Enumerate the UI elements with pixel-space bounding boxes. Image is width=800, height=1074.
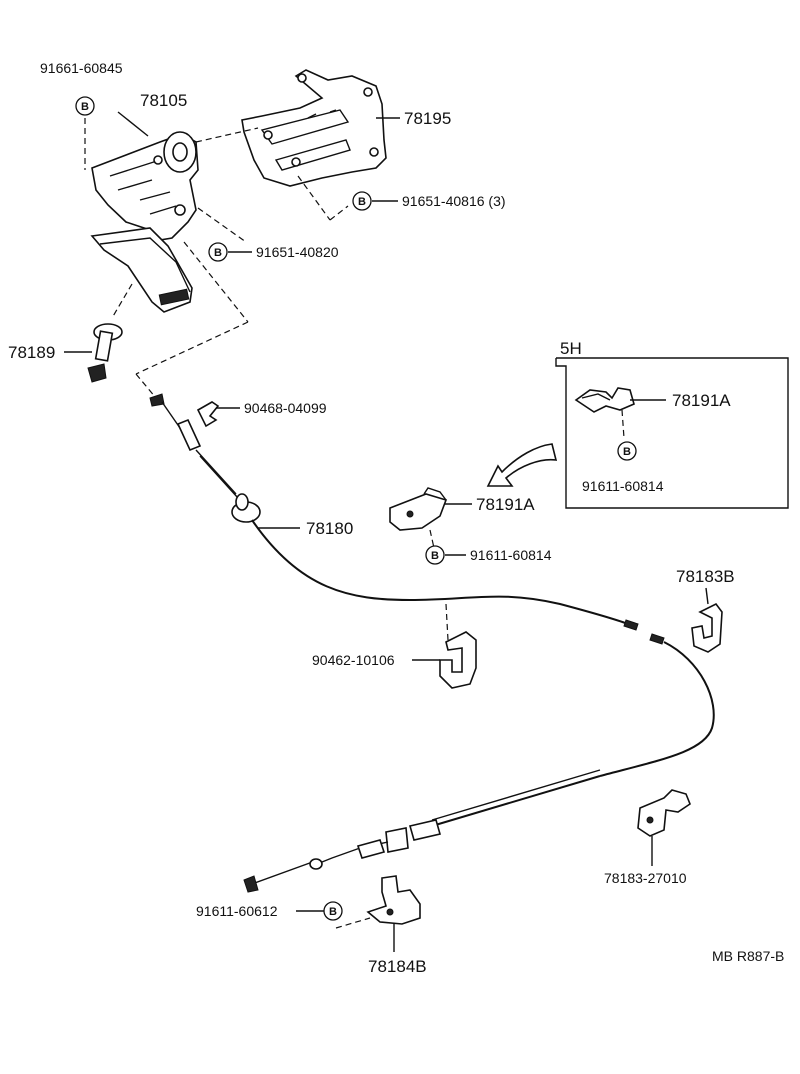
clip-90468-04099	[196, 401, 220, 428]
label-78180: 78180	[306, 519, 353, 538]
bracket-78184B	[366, 875, 421, 925]
label-78183-27010: 78183-27010	[604, 870, 687, 886]
inset-5h	[555, 357, 789, 509]
svg-text:B: B	[329, 906, 337, 918]
label-91611-60814-main: 91611-60814	[470, 547, 552, 563]
diagram-code: MB R887-B	[712, 948, 784, 964]
svg-text:B: B	[623, 446, 631, 458]
pedal-bracket-78105	[91, 131, 199, 241]
label-91661-60845: 91661-60845	[40, 60, 123, 76]
label-91651-40820: 91651-40820	[256, 244, 339, 260]
label-78191A-inset: 78191A	[672, 391, 731, 410]
bolt-marker-5: B	[617, 441, 637, 461]
direction-arrow	[486, 443, 558, 487]
cable-78180	[149, 393, 715, 893]
label-91611-60814-inset: 91611-60814	[582, 478, 664, 494]
svg-text:B: B	[431, 550, 439, 562]
bolt-marker-6: B	[323, 901, 343, 921]
bracket-78195	[241, 69, 387, 187]
label-90462-10106: 90462-10106	[312, 652, 395, 668]
pedal-pad	[90, 227, 193, 313]
bolt-marker-2: B	[352, 191, 372, 211]
label-91611-60612: 91611-60612	[196, 903, 278, 919]
stopper-bolt-78189	[87, 323, 123, 383]
label-78183B: 78183B	[676, 567, 735, 586]
bolt-marker-3: B	[208, 242, 228, 262]
label-78105: 78105	[140, 91, 187, 110]
inset-title-5h: 5H	[560, 339, 582, 358]
svg-text:B: B	[81, 101, 89, 113]
clip-78183B	[691, 602, 723, 653]
bracket-78183-27010	[637, 789, 691, 837]
label-91651-40816: 91651-40816 (3)	[402, 193, 506, 209]
bolt-marker-1: B	[75, 96, 95, 116]
label-78189: 78189	[8, 343, 55, 362]
label-78184B: 78184B	[368, 957, 427, 976]
label-78191A-main: 78191A	[476, 495, 535, 514]
svg-text:B: B	[358, 196, 366, 208]
bracket-78191A	[389, 487, 448, 531]
bolt-marker-4: B	[425, 545, 445, 565]
svg-text:B: B	[214, 247, 222, 259]
clamp-90462-10106	[439, 631, 477, 689]
label-78195: 78195	[404, 109, 451, 128]
label-90468-04099: 90468-04099	[244, 400, 327, 416]
